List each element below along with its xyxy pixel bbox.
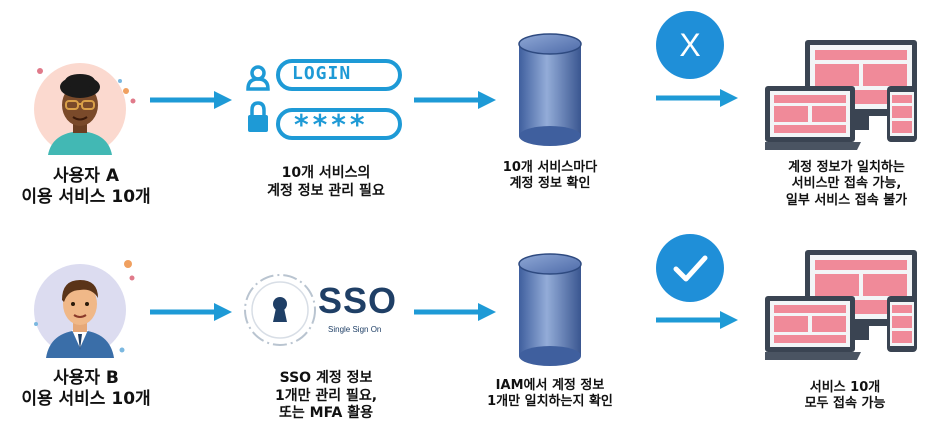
db-b-line2: 1개만 일치하는지 확인 <box>487 394 613 410</box>
db-a-line1: 10개 서비스마다 <box>502 160 598 175</box>
devices-icon <box>761 250 921 366</box>
user-b-caption: 사용자 B 이용 서비스 10개 <box>0 368 172 411</box>
outcome-b-caption: 서비스 10개 모두 접속 가능 <box>760 380 930 413</box>
arrow-icon <box>656 311 738 329</box>
keyhole-icon <box>244 274 316 346</box>
user-a-avatar <box>28 53 140 165</box>
auth-a-line1: 10개 서비스의 <box>281 165 371 181</box>
auth-b-line3: 또는 MFA 활용 <box>279 405 373 421</box>
db-b-caption: IAM에서 계정 정보 1개만 일치하는지 확인 <box>470 378 630 411</box>
sso-subtitle: Single Sign On <box>328 325 382 334</box>
user-b-title: 사용자 B <box>53 368 119 388</box>
auth-b-line1: SSO 계정 정보 <box>279 370 373 386</box>
fail-x-text: X <box>679 27 701 63</box>
database-icon <box>517 252 583 368</box>
arrow-icon <box>414 91 496 109</box>
sso-logo: SSO Single Sign On <box>240 270 410 350</box>
arrow-icon <box>414 303 496 321</box>
arrow-icon <box>150 303 232 321</box>
db-a-caption: 10개 서비스마다 계정 정보 확인 <box>478 160 622 193</box>
outcome-b-line2: 모두 접속 가능 <box>804 396 886 412</box>
auth-b-caption: SSO 계정 정보 1개만 관리 필요, 또는 MFA 활용 <box>236 370 416 423</box>
outcome-b-line1: 서비스 10개 <box>809 380 881 395</box>
success-check-icon <box>656 234 724 302</box>
outcome-a-line1: 계정 정보가 일치하는 <box>788 160 905 175</box>
user-b-services: 이용 서비스 10개 <box>21 389 151 410</box>
user-b-avatar <box>28 254 140 366</box>
auth-a-caption: 10개 서비스의 계정 정보 관리 필요 <box>236 165 416 200</box>
user-a-services: 이용 서비스 10개 <box>21 187 151 208</box>
sso-text: SSO <box>318 280 398 321</box>
user-a-caption: 사용자 A 이용 서비스 10개 <box>0 166 172 209</box>
devices-icon <box>761 40 921 156</box>
auth-b-line2: 1개만 관리 필요, <box>274 387 378 404</box>
outcome-a-caption: 계정 정보가 일치하는 서비스만 접속 가능, 일부 서비스 접속 불가 <box>754 160 939 209</box>
db-b-line1: IAM에서 계정 정보 <box>495 378 605 393</box>
login-text: LOGIN <box>292 63 352 84</box>
auth-a-line2: 계정 정보 관리 필요 <box>267 182 385 199</box>
database-icon <box>517 32 583 148</box>
arrow-icon <box>150 91 232 109</box>
user-a-title: 사용자 A <box>53 166 119 186</box>
password-mask: **** <box>294 108 369 141</box>
login-form-graphic: LOGIN **** <box>244 58 404 144</box>
arrow-icon <box>656 89 738 107</box>
db-a-line2: 계정 정보 확인 <box>509 176 591 192</box>
outcome-a-line3: 일부 서비스 접속 불가 <box>785 192 908 208</box>
outcome-a-line2: 서비스만 접속 가능, <box>791 176 902 192</box>
fail-x-icon: X <box>656 11 724 79</box>
